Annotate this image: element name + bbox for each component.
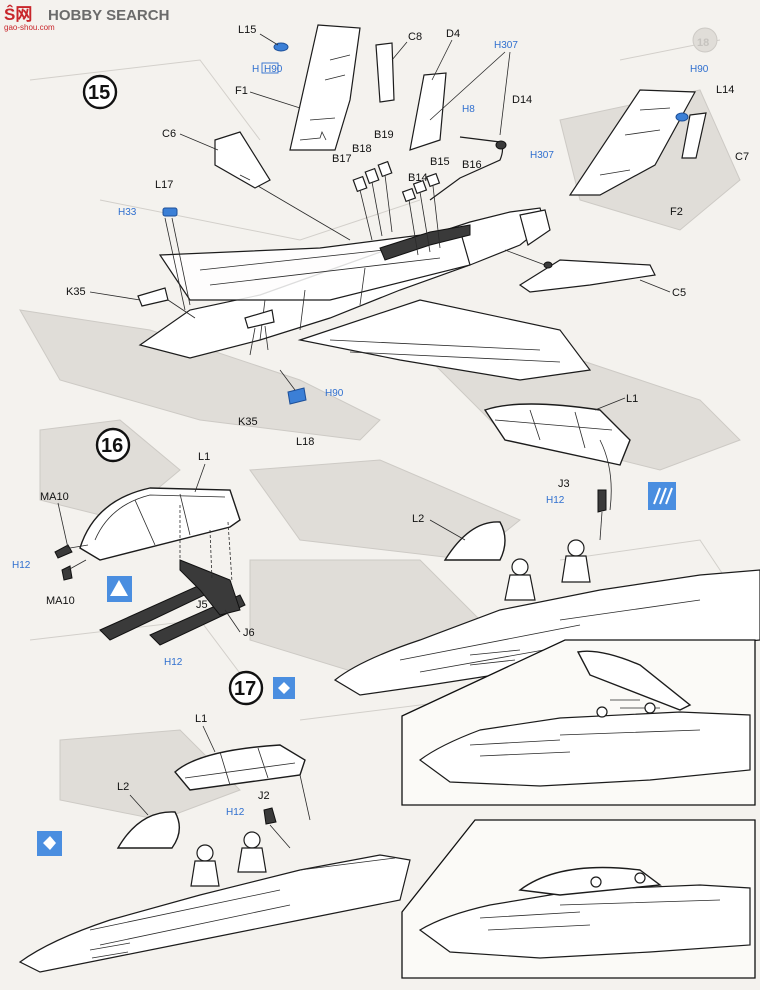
part-label: L2: [117, 781, 129, 793]
step-number: 17: [234, 678, 256, 700]
part-label: H307: [530, 150, 554, 161]
step-15-labels: L15 H H90 C8 D4 H307 F1 B19 B18 B17 H8 D…: [66, 24, 749, 448]
paint-instruction-icon: [648, 482, 676, 510]
part-label: H90: [264, 64, 283, 75]
logo-site: gao-shou.com: [4, 23, 55, 32]
step-number: 15: [88, 82, 110, 104]
step-16: 16: [54, 427, 246, 646]
logo-en: HOBBY SEARCH: [48, 7, 169, 24]
site-logo: Ŝ网 HOBBY SEARCH gao-shou.com: [0, 0, 170, 32]
step-16-labels: L1 MA10 H12 MA10 J5 J6 H12: [12, 451, 255, 668]
part-label: B17: [332, 153, 352, 165]
part-label: H12: [12, 560, 31, 571]
part-label: J6: [243, 627, 255, 639]
part-label: H90: [690, 64, 709, 75]
part-label: L2: [412, 513, 424, 525]
part-label: H33: [118, 207, 137, 218]
step-17: 17: [18, 670, 411, 973]
part-label: C7: [735, 151, 749, 163]
part-label: L1: [198, 451, 210, 463]
part-label: L18: [296, 436, 314, 448]
part-label: B16: [462, 159, 482, 171]
symmetry-arrows-icon: [37, 831, 62, 856]
part-label: D14: [512, 94, 532, 106]
logo-cn: Ŝ网: [4, 5, 32, 24]
step-number: 16: [101, 435, 123, 457]
part-label: K35: [66, 286, 86, 298]
part-label: B15: [430, 156, 450, 168]
step-15: 15: [82, 24, 707, 405]
detail-frame-top: [401, 639, 756, 806]
part-label: L14: [716, 84, 734, 96]
part-label: C5: [672, 287, 686, 299]
part-label: K35: [238, 416, 258, 428]
part-label: MA10: [40, 491, 69, 503]
part-label: L17: [155, 179, 173, 191]
detail-frame-bottom: [401, 819, 756, 979]
part-label: H307: [494, 40, 518, 51]
ghost-step-label: 18: [697, 37, 709, 49]
part-label: B19: [374, 129, 394, 141]
part-label: H: [252, 64, 259, 75]
symmetry-arrows-icon: [107, 576, 132, 602]
part-label: H12: [226, 807, 245, 818]
part-label: L15: [238, 24, 256, 36]
part-label: MA10: [46, 595, 75, 607]
step-17-labels: L1 L2 J2 H12: [117, 713, 270, 818]
part-label: B18: [352, 143, 372, 155]
part-label: L1: [626, 393, 638, 405]
part-label: J5: [196, 599, 208, 611]
part-label: C8: [408, 31, 422, 43]
part-label: J3: [558, 478, 570, 490]
part-label: B14: [408, 172, 428, 184]
part-label: H90: [325, 388, 344, 399]
part-label: L1: [195, 713, 207, 725]
part-label: F2: [670, 206, 683, 218]
part-label: D4: [446, 28, 460, 40]
part-label: C6: [162, 128, 176, 140]
part-label: J2: [258, 790, 270, 802]
part-label: H12: [164, 657, 183, 668]
symmetry-arrows-icon: [273, 677, 295, 699]
part-label: F1: [235, 85, 248, 97]
part-label: H12: [546, 495, 565, 506]
step-16-right-labels: L1 L2 J3 H12: [412, 393, 638, 541]
part-label: H8: [462, 104, 475, 115]
